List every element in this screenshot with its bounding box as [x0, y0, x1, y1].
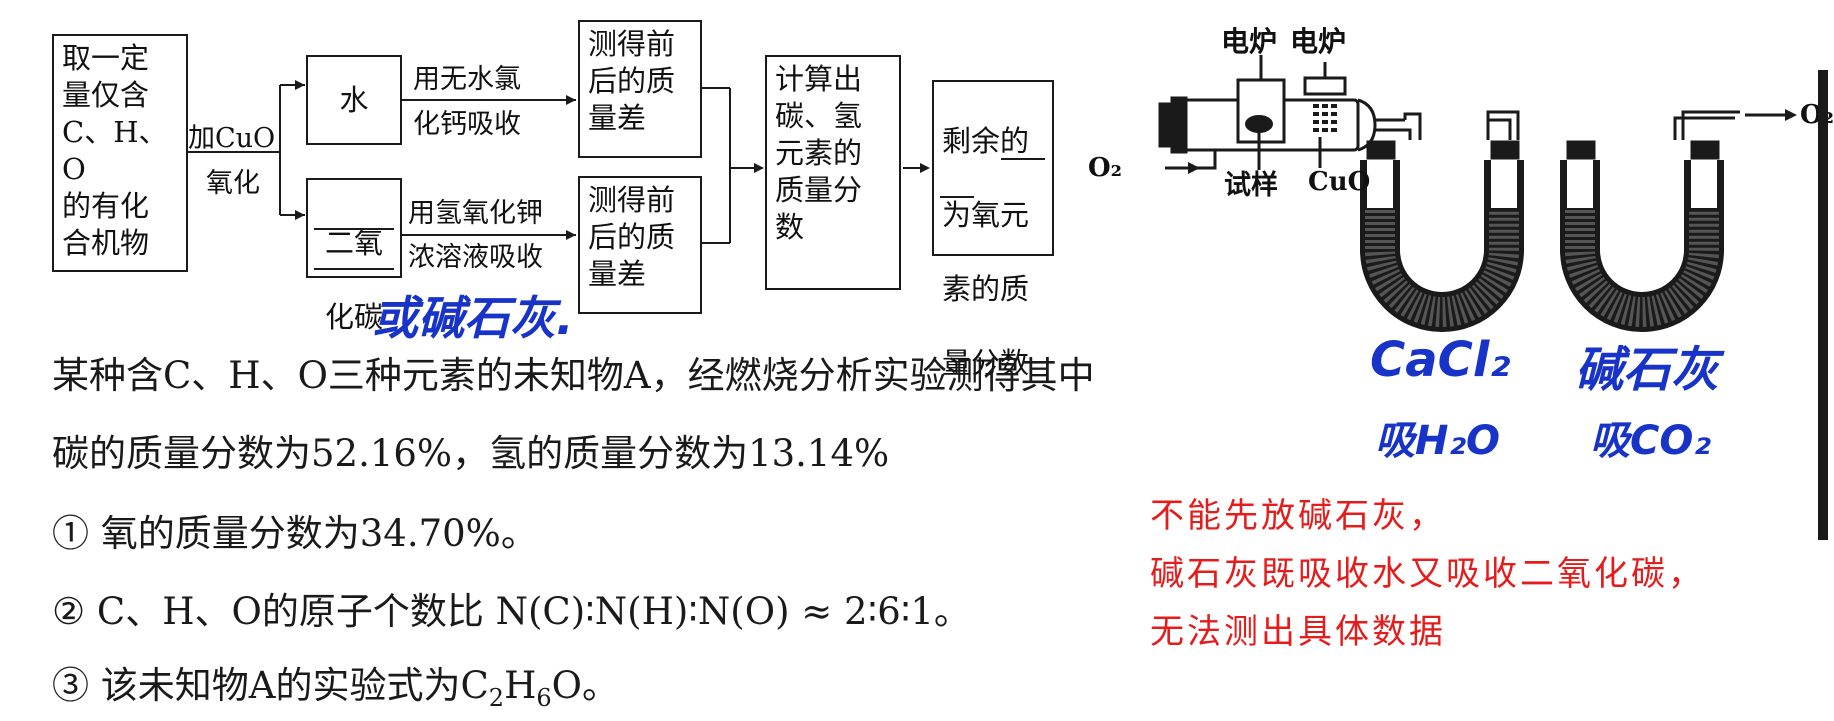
red-note-line-2: 碱石灰既吸收水又吸收二氧化碳， [1150, 554, 1705, 594]
oxygen-outlet-label: O₂ [1800, 100, 1834, 130]
measure-box-top: 测得前 后的质 量差 [578, 20, 702, 158]
furnace-label-1: 电炉 [1221, 25, 1278, 58]
measure-box-bottom: 测得前 后的质 量差 [578, 176, 702, 314]
remain-line-4: 量分数 [942, 346, 1030, 380]
formula-prefix: ③ 该未知物A的实验式为C [52, 664, 489, 707]
window-edge-strip [1818, 70, 1828, 540]
answer-item-3: ③ 该未知物A的实验式为C2H6O。 [52, 664, 619, 720]
handwritten-cacl2: CaCl₂ [1370, 332, 1511, 388]
co2-underline-top [314, 228, 394, 230]
remaining-oxygen-box: 剩余的 为氧元 素的质 量分数 [932, 80, 1054, 380]
answer-item-2: ② C、H、O的原子个数比 N(C)∶N(H)∶N(O) ≈ 2∶6∶1。 [52, 590, 971, 633]
sample-label: 试样 [1224, 170, 1278, 201]
handwritten-absorb-h2o: 吸H₂O [1375, 418, 1500, 464]
red-note-line-3: 无法测出具体数据 [1150, 612, 1446, 652]
oxygen-underline-1 [1001, 158, 1045, 160]
oxygen-underline-2 [940, 196, 974, 198]
red-note-line-1: 不能先放碱石灰， [1150, 496, 1446, 536]
handwritten-soda-lime: 碱石灰 [1575, 342, 1720, 398]
co2-underline-bottom [314, 268, 394, 270]
handwritten-absorb-co2: 吸CO₂ [1590, 418, 1711, 464]
formula-suffix: O。 [551, 664, 619, 707]
start-compound-box: 取一定 量仅含 C、H、O 的有化 合机物 [52, 34, 188, 272]
water-box: 水 [306, 55, 402, 145]
absorb-water-label-2: 化钙吸收 [413, 109, 521, 140]
problem-line-1: 某种含C、H、O三种元素的未知物A，经燃烧分析实验测得其中 [52, 354, 1095, 397]
absorb-co2-label-1: 用氢氧化钾 [408, 198, 543, 229]
cuo-label: CuO [1308, 167, 1371, 197]
formula-sub-c: 2 [488, 684, 505, 712]
formula-sub-h: 6 [536, 684, 552, 712]
handwritten-or-soda-lime: 或碱石灰. [372, 291, 574, 345]
answer-item-1: ① 氧的质量分数为34.70%。 [52, 512, 538, 555]
co2-line2: 化碳 [324, 300, 383, 334]
problem-line-2: 碳的质量分数为52.16%，氢的质量分数为13.14% [52, 432, 890, 475]
oxidize-label-top: 加CuO [188, 123, 276, 154]
co2-line1: 二氧 [324, 226, 383, 260]
furnace-label-2: 电炉 [1290, 25, 1347, 58]
absorb-co2-label-2: 浓溶液吸收 [408, 242, 543, 273]
remain-line-3: 素的质 [942, 272, 1030, 306]
oxygen-inlet-label: O₂ [1088, 153, 1123, 183]
remain-line-2: 为氧元 [942, 198, 1030, 232]
formula-h: H [504, 664, 537, 707]
absorb-water-label-1: 用无水氯 [413, 64, 521, 95]
calculate-box: 计算出 碳、氢 元素的 质量分 数 [765, 55, 901, 290]
oxidize-label-bottom: 氧化 [206, 168, 260, 199]
remain-line-1: 剩余的 [942, 124, 1030, 158]
